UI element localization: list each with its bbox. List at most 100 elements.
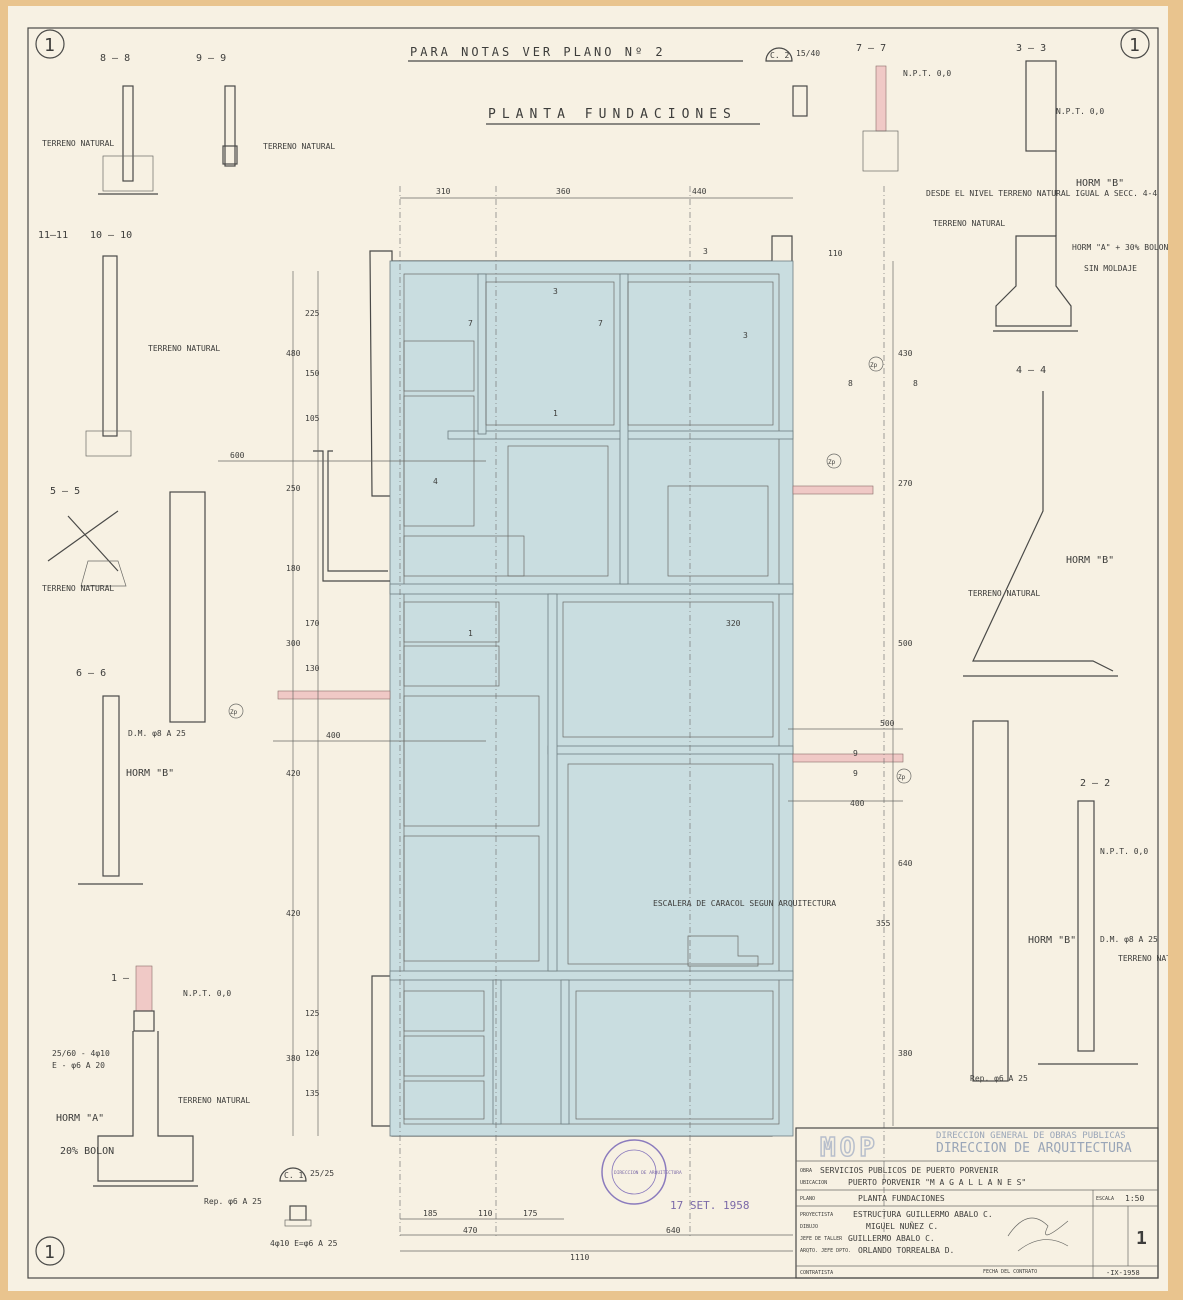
- section-3-3-detail: HORM "B" HORM "A" + 30% BOLON SIN MOLDAJ…: [926, 60, 1168, 332]
- notes-npt: N.P.T. 0,0: [903, 69, 951, 78]
- plan_marks-5: 1: [468, 629, 473, 638]
- notes-dm: D.M. φ8 A 25: [128, 729, 186, 738]
- stair-note: ESCALERA DE CARACOL SEGUN ARQUITECTURA: [653, 899, 836, 908]
- dimensions-horizontal: 600 400 500 400 320: [218, 451, 903, 808]
- sections-c1: C. 1: [284, 1171, 303, 1180]
- section-2-2-detail: N.P.T. 0,0 HORM "B" D.M. φ8 A 25 TERRENO…: [970, 800, 1168, 1083]
- notes-horm_b: HORM "B": [126, 768, 174, 779]
- section-4-4-detail: HORM "B" TERRENO NATURAL: [963, 391, 1118, 677]
- title_block-ubicacion_label: UBICACION: [800, 1180, 827, 1186]
- mop-logo: MOP: [820, 1133, 879, 1163]
- drawing-sheet: 1 1 1 PARA NOTAS VER PLANO Nº 2 PLANTA F…: [8, 6, 1168, 1291]
- dimensions-horizontal-0: 600: [230, 451, 245, 460]
- project-name: SERVICIOS PUBLICOS DE PUERTO PORVENIR: [820, 1166, 998, 1175]
- title_block-proyectista_label: PROYECTISTA: [800, 1212, 833, 1218]
- plan_marks-14: Zp: [230, 709, 238, 716]
- dimensions-bottom_row1-2: 175: [523, 1209, 538, 1218]
- dimensions-left_inner-0: 225: [305, 309, 320, 318]
- dimensions-bottom_total: 1110: [570, 1253, 589, 1262]
- section-7-7: 7 — 7: [856, 43, 886, 54]
- notes-sin_moldaje: SIN MOLDAJE: [1084, 264, 1137, 273]
- dimensions-horizontal-3: 400: [850, 799, 865, 808]
- title_block-jefe_label: JEFE DE TALLER: [800, 1236, 843, 1242]
- drawing-title: PLANTA FUNDACIONES: [858, 1194, 945, 1203]
- title_block-fecha_contrato_label: FECHA DEL CONTRATO: [983, 1269, 1037, 1275]
- title_block-dibujo: MIGUEL NUÑEZ C.: [866, 1221, 938, 1231]
- plan_marks-15: Zp: [898, 774, 906, 781]
- notes-horm_a30: HORM "A" + 30% BOLON: [1072, 243, 1168, 252]
- date: -IX-1958: [1106, 1269, 1140, 1277]
- plan_marks-7: 3: [743, 331, 748, 340]
- title_block-dibujo_label: DIBUJO: [800, 1224, 818, 1230]
- title-block: MOP DIRECCION GENERAL DE OBRAS PUBLICAS …: [795, 1127, 1159, 1279]
- dimensions-left_outer-6: 380: [286, 1054, 301, 1063]
- section-3-3: 3 — 3: [1016, 43, 1046, 54]
- sheet_number: 1: [1129, 35, 1140, 56]
- dimensions-top: 310 360 440: [400, 187, 793, 199]
- notes-dm: D.M. φ8 A 25: [1100, 935, 1158, 944]
- notes-rep: Rep. φ6 A 25: [970, 1074, 1028, 1083]
- title_block-arqto_label: ARQTO. JEFE DPTO.: [800, 1248, 851, 1254]
- notes-terreno: TERRENO NATURAL: [148, 344, 220, 353]
- plan_marks-12: Zp: [870, 362, 878, 369]
- section-11-11: 11—11: [38, 230, 68, 241]
- dimensions-right: 110 430 270 500 640 355 380: [828, 249, 913, 1126]
- section-2-2: 2 — 2: [1080, 778, 1110, 789]
- sheet-frame: [27, 27, 1159, 1279]
- notes-npt: N.P.T. 0,0: [1100, 847, 1148, 856]
- title_block-jefe: GUILLERMO ABALO C.: [848, 1234, 935, 1243]
- notes-terreno: TERRENO NATURAL: [178, 1096, 250, 1105]
- dimensions-right-3: 500: [898, 639, 913, 648]
- dimensions-right-2: 270: [898, 479, 913, 488]
- location: PUERTO PORVENIR "M A G A L L A N E S": [848, 1178, 1026, 1187]
- section-7-7-detail: N.P.T. 0,0: [792, 65, 951, 172]
- stamp-date: 17 SET. 1958: [670, 1199, 749, 1212]
- dimensions-right-4: 640: [898, 859, 913, 868]
- title_block-escala_label: ESCALA: [1096, 1196, 1114, 1202]
- section-4-4: 4 — 4: [1016, 365, 1046, 376]
- dimensions-left_inner-4: 130: [305, 664, 320, 673]
- dimensions-left: 480 250 180 300 420 420 380 225 150 105 …: [286, 271, 320, 1136]
- dimensions-left_outer-3: 300: [286, 639, 301, 648]
- notes-npt: N.P.T. 0,0: [183, 989, 231, 998]
- section-9-9-detail: TERRENO NATURAL: [222, 85, 335, 167]
- dimensions-left_inner-3: 170: [305, 619, 320, 628]
- wall-elevation-5-5: [169, 491, 206, 723]
- sections-c1dim: 25/25: [310, 1169, 334, 1178]
- notes-bolon: 20% BOLON: [60, 1146, 114, 1157]
- section-11-10-detail: TERRENO NATURAL: [85, 255, 220, 457]
- beam-c1-label: C. 1 25/25: [279, 1167, 334, 1182]
- zapata-markers: Zp Zp Zp Zp: [228, 356, 912, 784]
- title_block-plano_label: PLANO: [800, 1196, 815, 1202]
- agency-name: DIRECCION GENERAL DE OBRAS PUBLICAS: [936, 1131, 1126, 1141]
- title_block-arqto: ORLANDO TORREALBA D.: [858, 1246, 954, 1255]
- dimensions-left_inner-6: 120: [305, 1049, 320, 1058]
- plan_marks-10: 8: [848, 379, 853, 388]
- section-labels: 8 — 8 9 — 9 7 — 7 3 — 3 4 — 4 11—11 10 —…: [38, 43, 1110, 984]
- foundation-plan-drawing: 1 1 1 PARA NOTAS VER PLANO Nº 2 PLANTA F…: [27, 27, 1168, 1279]
- dimensions-top-1: 360: [556, 187, 571, 196]
- dimensions-left_outer-0: 480: [286, 349, 301, 358]
- sections-c2: C. 2: [770, 51, 789, 60]
- notes-npt: N.P.T. 0,0: [1056, 107, 1104, 116]
- department-name: DIRECCION DE ARQUITECTURA: [936, 1141, 1132, 1156]
- title_block-proyectista: ESTRUCTURA GUILLERMO ABALO C.: [853, 1210, 993, 1219]
- plan_marks-11: 8: [913, 379, 918, 388]
- notes-reference: PARA NOTAS VER PLANO Nº 2: [410, 45, 666, 59]
- plan_marks-4: 1: [553, 409, 558, 418]
- section-8-8-detail: TERRENO NATURAL: [42, 85, 158, 195]
- dimensions-horizontal-1: 400: [326, 731, 341, 740]
- notes-terreno: TERRENO NATURAL: [263, 142, 335, 151]
- plan_marks-9: 9: [853, 769, 858, 778]
- sheet_number: 1: [44, 35, 55, 56]
- notes-s1_est: E - φ6 A 20: [52, 1061, 105, 1070]
- notes-c1_steel: 4φ10 E=φ6 A 25: [270, 1239, 338, 1248]
- dimensions-right-1: 430: [898, 349, 913, 358]
- section-10-10: 10 — 10: [90, 230, 132, 241]
- notes-terreno: TERRENO NATURAL: [933, 219, 1005, 228]
- title_block-obra_label: OBRA: [800, 1168, 812, 1174]
- notes-nivel: DESDE EL NIVEL TERRENO NATURAL IGUAL A S…: [926, 189, 1157, 198]
- section-1-1-detail: HORM "A" 20% BOLON TERRENO NATURAL 25/60…: [52, 965, 262, 1206]
- notes-horm_b: HORM "B": [1066, 555, 1114, 566]
